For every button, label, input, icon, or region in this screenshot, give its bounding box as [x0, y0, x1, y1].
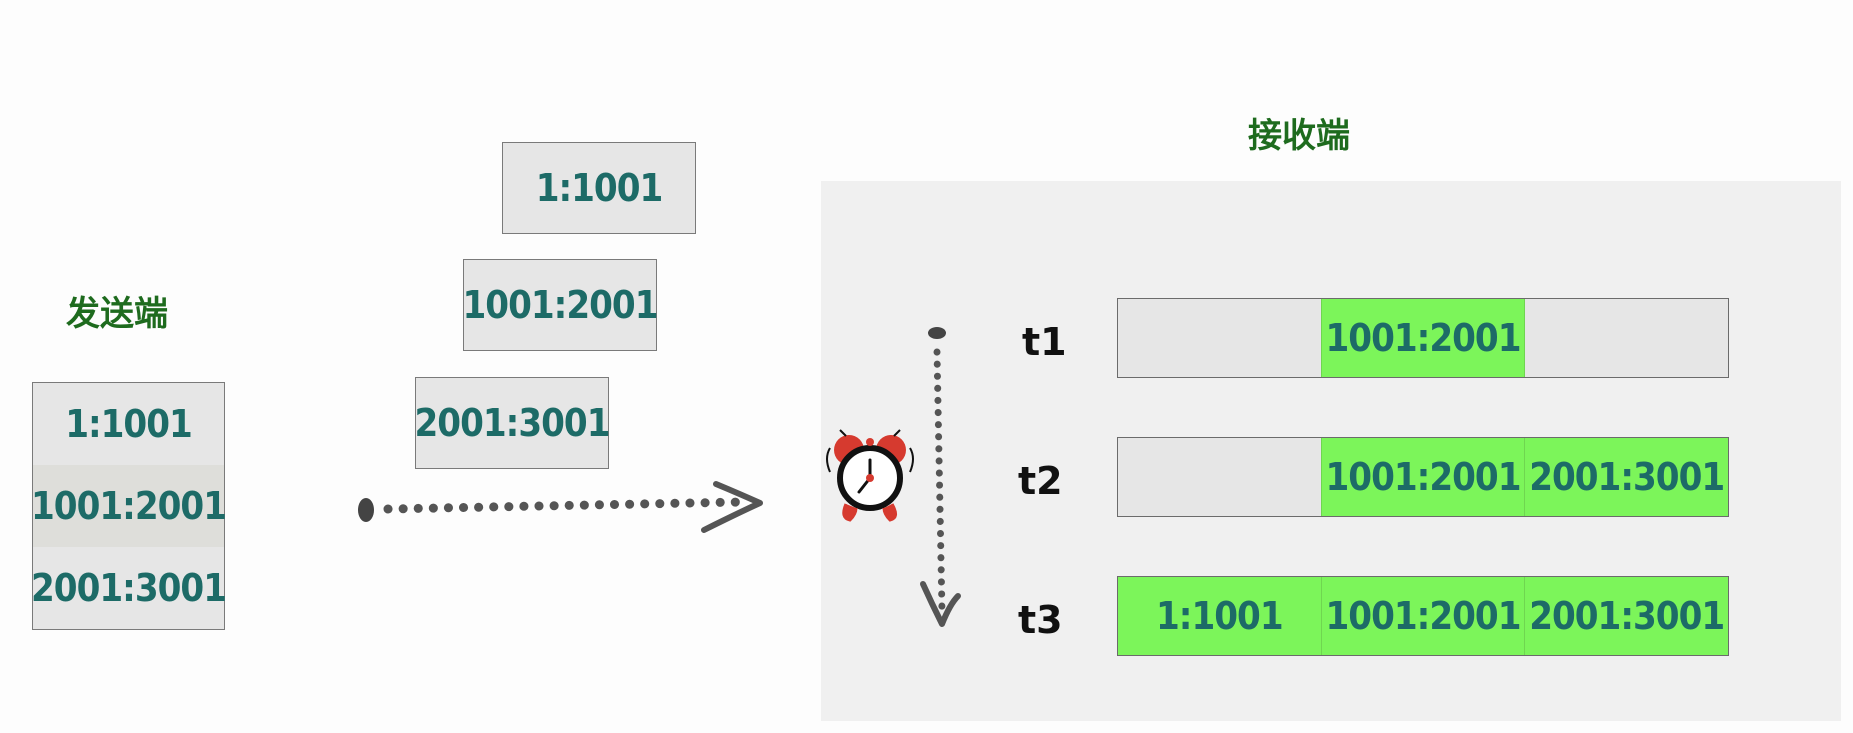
dotted-arrow-down-icon: [920, 327, 961, 627]
buffer-slot-received: 2001:3001: [1524, 577, 1729, 655]
buffer-slot: [1524, 299, 1728, 377]
receiver-title: 接收端: [1248, 116, 1350, 156]
buffer-slot-received: 1001:2001: [1320, 577, 1525, 655]
in-flight-segment: 2001:3001: [415, 377, 611, 469]
alarm-clock-icon: [826, 429, 914, 522]
dotted-arrow-right-icon: [358, 481, 763, 533]
sender-title: 发送端: [66, 294, 168, 334]
sender-segment: 1001:2001: [31, 465, 227, 547]
receive-buffer-t2: 1001:2001 2001:3001: [1117, 437, 1729, 517]
sender-segment: 2001:3001: [31, 547, 227, 629]
buffer-slot-received: 1:1001: [1118, 577, 1321, 655]
in-flight-segment: 1:1001: [502, 142, 696, 234]
time-label-t3: t3: [1018, 598, 1063, 642]
time-label-t2: t2: [1018, 459, 1063, 503]
in-flight-segment: 1001:2001: [463, 259, 659, 351]
receive-buffer-t1: 1001:2001: [1117, 298, 1729, 378]
sender-segment: 1:1001: [33, 383, 224, 465]
buffer-slot-received: 2001:3001: [1524, 438, 1729, 516]
sender-segment-stack: 1:1001 1001:2001 2001:3001: [31, 382, 227, 630]
buffer-slot-received: 1001:2001: [1320, 299, 1525, 377]
buffer-slot-received: 1001:2001: [1320, 438, 1525, 516]
receive-buffer-t3: 1:1001 1001:2001 2001:3001: [1117, 576, 1729, 656]
time-label-t1: t1: [1022, 320, 1067, 364]
